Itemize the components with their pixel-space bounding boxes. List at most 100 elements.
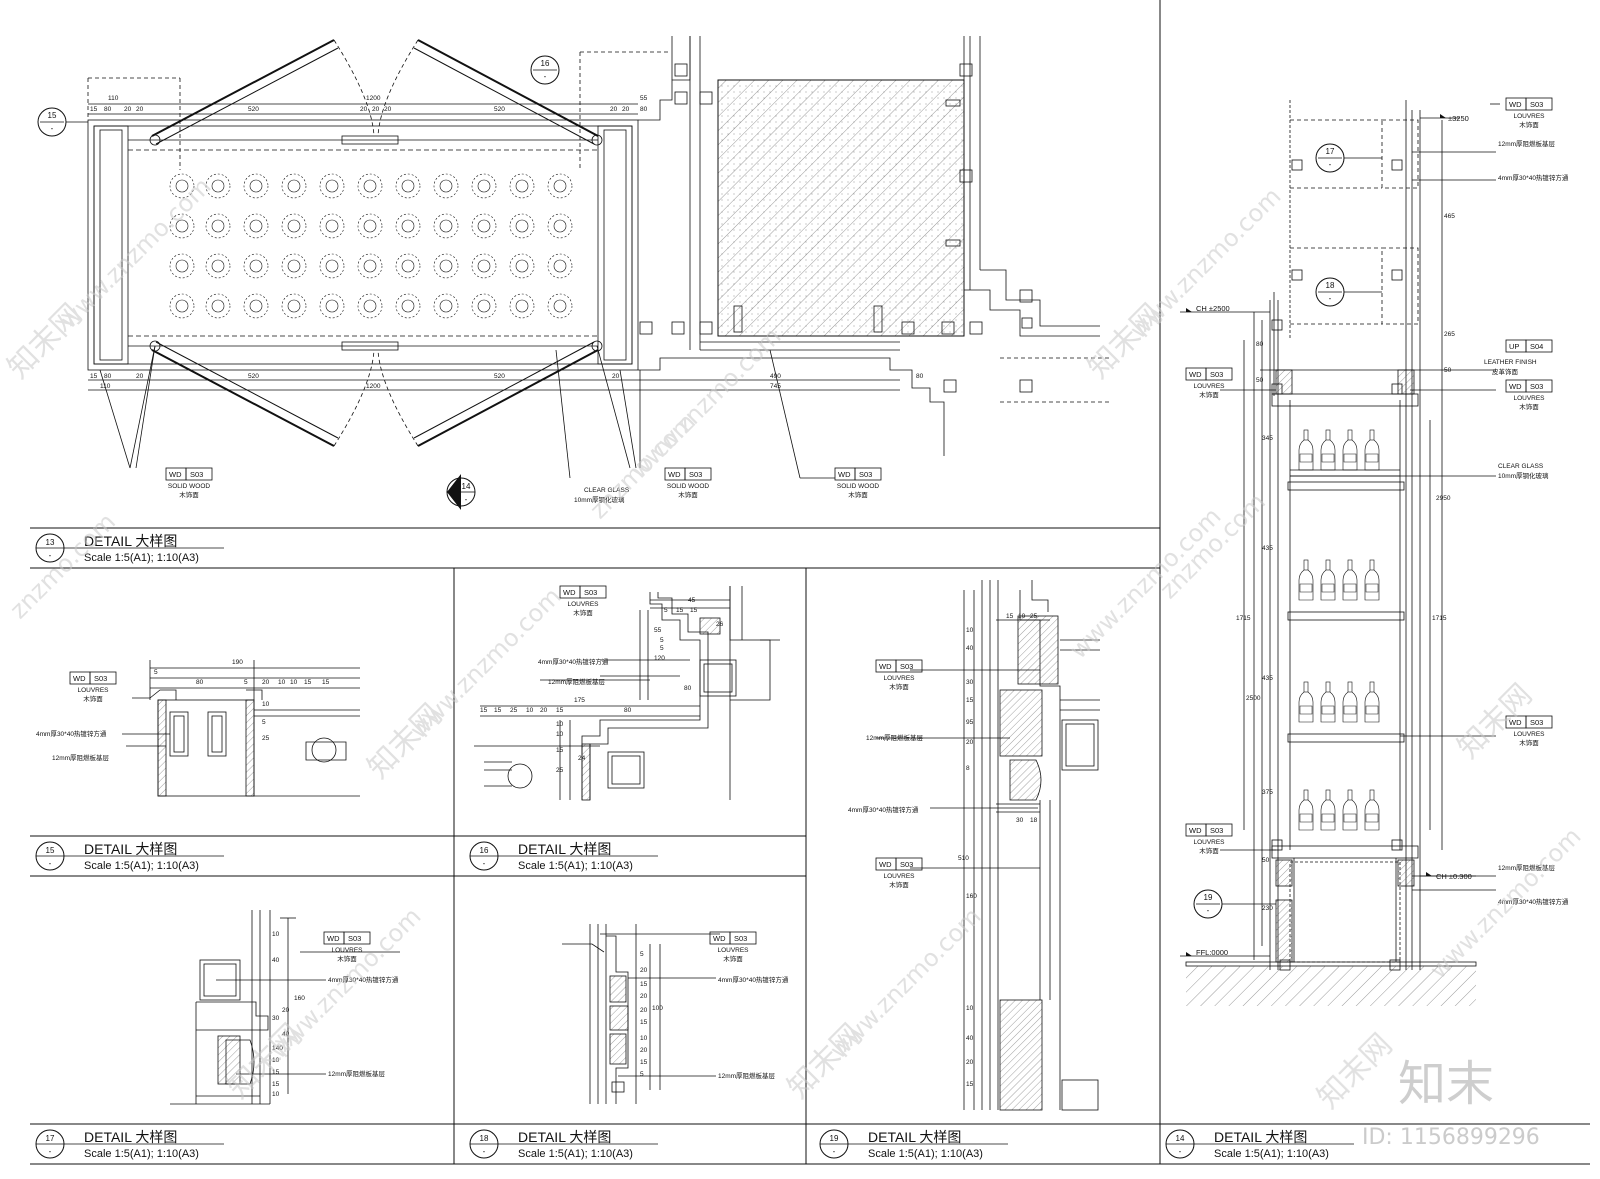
rack-hole-inner — [553, 299, 567, 313]
bottle-icon — [1342, 789, 1358, 831]
dim-label: 20 — [262, 679, 270, 686]
dim-label: 15 — [556, 707, 564, 714]
tag-material-cn: 木饰面 — [848, 490, 868, 499]
rack-hole-inner — [211, 179, 225, 193]
dim-label: 510 — [958, 855, 969, 862]
rack-hole — [169, 213, 195, 239]
dim-label: 15 — [966, 1081, 974, 1088]
callout-dash: - — [1329, 160, 1332, 169]
dim-label: 10 — [966, 1005, 974, 1012]
dim-label: 50 — [1256, 377, 1264, 384]
bottle-icon — [1342, 681, 1358, 723]
detail-title: DETAIL 大样图 — [1214, 1129, 1307, 1145]
detail-title: DETAIL 大样图 — [84, 841, 177, 857]
tag-code: S03 — [900, 860, 913, 869]
watermark-cn: 知末网 — [1311, 1027, 1399, 1115]
dim-label: 15 — [1006, 613, 1014, 620]
tag-code: S03 — [1210, 370, 1223, 379]
detail-sub: - — [1179, 1147, 1182, 1156]
note-tube: 4mm厚30*40热镀锌方通 — [1498, 897, 1569, 906]
rack-hole-inner — [211, 259, 225, 273]
dim-label: 110 — [100, 383, 111, 390]
rack-hole-inner — [477, 219, 491, 233]
note-tube: 4mm厚30*40热镀锌方通 — [36, 729, 107, 738]
rack-hole — [471, 293, 497, 319]
tag-prefix: WD — [1509, 382, 1522, 391]
rack-hole — [205, 173, 231, 199]
bottle-icon — [1298, 681, 1314, 723]
level-ffl: FFL:0000 — [1196, 948, 1228, 957]
rack-hole — [471, 213, 497, 239]
rack-hole-inner — [249, 179, 263, 193]
rack-hole — [281, 253, 307, 279]
tag-material-cn: 木饰面 — [83, 694, 103, 703]
rack-hole — [471, 173, 497, 199]
rack-hole — [433, 213, 459, 239]
note-tube: 4mm厚30*40热镀锌方通 — [538, 657, 609, 666]
dim-label: 230 — [1262, 905, 1273, 912]
tag-prefix: WD — [1509, 718, 1522, 727]
dim-label: 375 — [1262, 789, 1273, 796]
note-board: 12mm厚阻燃板基层 — [328, 1069, 386, 1078]
rack-hole-inner — [439, 219, 453, 233]
callout-dash: - — [465, 495, 468, 504]
detail-17-drawing — [170, 910, 400, 1105]
dim-label: 5 — [244, 679, 248, 686]
watermark-brand: znzmo.com — [4, 508, 121, 625]
dim-label: 15 — [556, 747, 564, 754]
bottle-icon — [1298, 559, 1314, 601]
detail-sub: - — [49, 551, 52, 560]
bottle-icon — [1298, 789, 1314, 831]
rack-hole — [205, 253, 231, 279]
tag-prefix: WD — [668, 470, 681, 479]
rack-hole — [357, 293, 383, 319]
rack-hole — [509, 293, 535, 319]
dim-label: 2500 — [1246, 695, 1261, 702]
rack-hole-inner — [477, 179, 491, 193]
dim-label: 55 — [640, 95, 648, 102]
rack-hole — [433, 293, 459, 319]
tag-material: LOUVRES — [1513, 113, 1545, 120]
dim-label: 110 — [108, 95, 119, 102]
dim-label: 5 — [660, 645, 664, 652]
note-board: 12mm厚阻燃板基层 — [1498, 863, 1556, 872]
bottle-icon — [1342, 429, 1358, 471]
dim-label: 25 — [556, 767, 564, 774]
dim-label: 20 — [640, 967, 648, 974]
note-tube: 4mm厚30*40热镀锌方通 — [328, 975, 399, 984]
dim-label: 18 — [1030, 817, 1038, 824]
dim-label: 26 — [716, 621, 724, 628]
dim-label: 20 — [640, 1047, 648, 1054]
dim-label: 10 — [272, 931, 280, 938]
detail-13-drawing — [87, 36, 1110, 479]
rack-hole-inner — [287, 259, 301, 273]
watermark-id: ID: 1156899296 — [1362, 1125, 1540, 1150]
rack-hole — [395, 253, 421, 279]
tag-material: LOUVRES — [331, 947, 363, 954]
dim-label: 520 — [248, 106, 259, 113]
rack-hole — [319, 293, 345, 319]
tag-material-cn: 木饰面 — [1199, 390, 1219, 399]
tag-material-cn: 木饰面 — [1519, 402, 1539, 411]
dim-label: 80 — [624, 707, 632, 714]
dim-label: 20 — [622, 106, 630, 113]
dim-label: 435 — [1262, 675, 1273, 682]
rack-hole — [319, 213, 345, 239]
detail-15-labels: 190 5 80 5 20 10 10 15 15 25 5 10 — [154, 659, 330, 742]
rack-hole-inner — [249, 259, 263, 273]
dim-label: 20 — [372, 106, 380, 113]
rack-hole-inner — [401, 299, 415, 313]
callout-17-label: 17 — [1326, 147, 1335, 156]
rack-hole — [281, 293, 307, 319]
dim-label: 120 — [654, 655, 665, 662]
detail-18-labels: 5 20 15 20 20 15 100 10 20 15 5 — [640, 951, 663, 1078]
tag-prefix: WD — [1509, 100, 1522, 109]
dim-label: 520 — [248, 373, 259, 380]
tag-code: S03 — [859, 470, 872, 479]
dim-label: 80 — [640, 106, 648, 113]
